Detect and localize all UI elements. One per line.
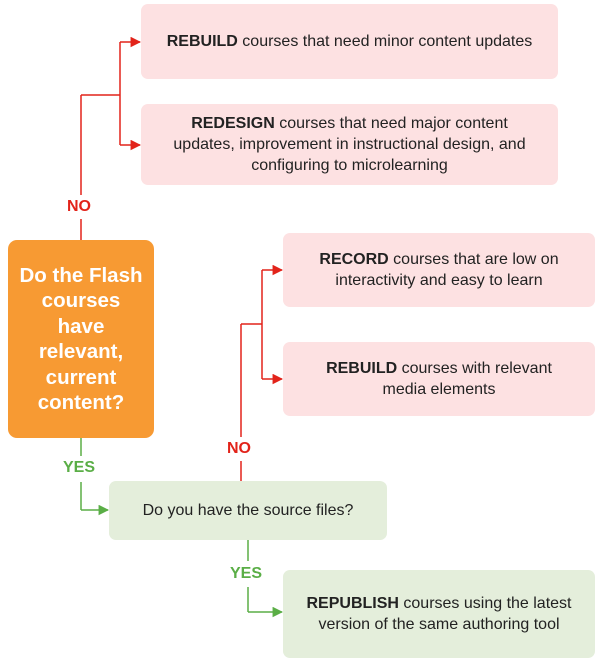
rebuild-media-text: REBUILD courses with relevant media elem… <box>305 358 573 400</box>
decision-box: Do the Flash courses have relevant, curr… <box>8 240 154 438</box>
redesign-text: REDESIGN courses that need major content… <box>163 113 536 176</box>
record-text: RECORD courses that are low on interacti… <box>299 249 579 291</box>
yes-label-left: YES <box>63 459 96 476</box>
yes-label-bottom: YES <box>230 565 263 582</box>
no-label-mid: NO <box>227 440 251 457</box>
rebuild-minor-description: courses that need minor content updates <box>237 33 533 50</box>
republish-keyword: REPUBLISH <box>306 595 399 612</box>
rebuild-media-description: courses with relevant media elements <box>382 360 552 398</box>
source-files-text: Do you have the source files? <box>142 502 354 519</box>
rebuild-media-keyword: REBUILD <box>326 360 398 377</box>
redesign-keyword: REDESIGN <box>191 115 275 132</box>
rebuild-minor-text: REBUILD courses that need minor content … <box>167 31 533 52</box>
republish-box: REPUBLISH courses using the latest versi… <box>283 570 595 658</box>
yes-branch-left-connector <box>80 438 110 516</box>
decision-text: Do the Flash courses have relevant, curr… <box>19 263 143 415</box>
rebuild-minor-box: REBUILD courses that need minor content … <box>141 4 558 79</box>
source-files-box: Do you have the source files? <box>109 481 387 540</box>
no-branch-mid-connector <box>240 264 284 483</box>
redesign-description: courses that need major content updates,… <box>173 115 526 174</box>
republish-description: courses using the latest version of the … <box>318 595 572 633</box>
yes-branch-bottom-connector <box>247 540 284 618</box>
record-keyword: RECORD <box>319 251 389 268</box>
no-label-top: NO <box>67 198 91 215</box>
rebuild-media-box: REBUILD courses with relevant media elem… <box>283 342 595 416</box>
record-box: RECORD courses that are low on interacti… <box>283 233 595 307</box>
rebuild-minor-keyword: REBUILD <box>166 33 238 50</box>
republish-text: REPUBLISH courses using the latest versi… <box>305 593 573 635</box>
no-branch-top-connector <box>80 36 142 240</box>
redesign-box: REDESIGN courses that need major content… <box>141 104 558 185</box>
record-description: courses that are low on interactivity an… <box>335 251 559 289</box>
